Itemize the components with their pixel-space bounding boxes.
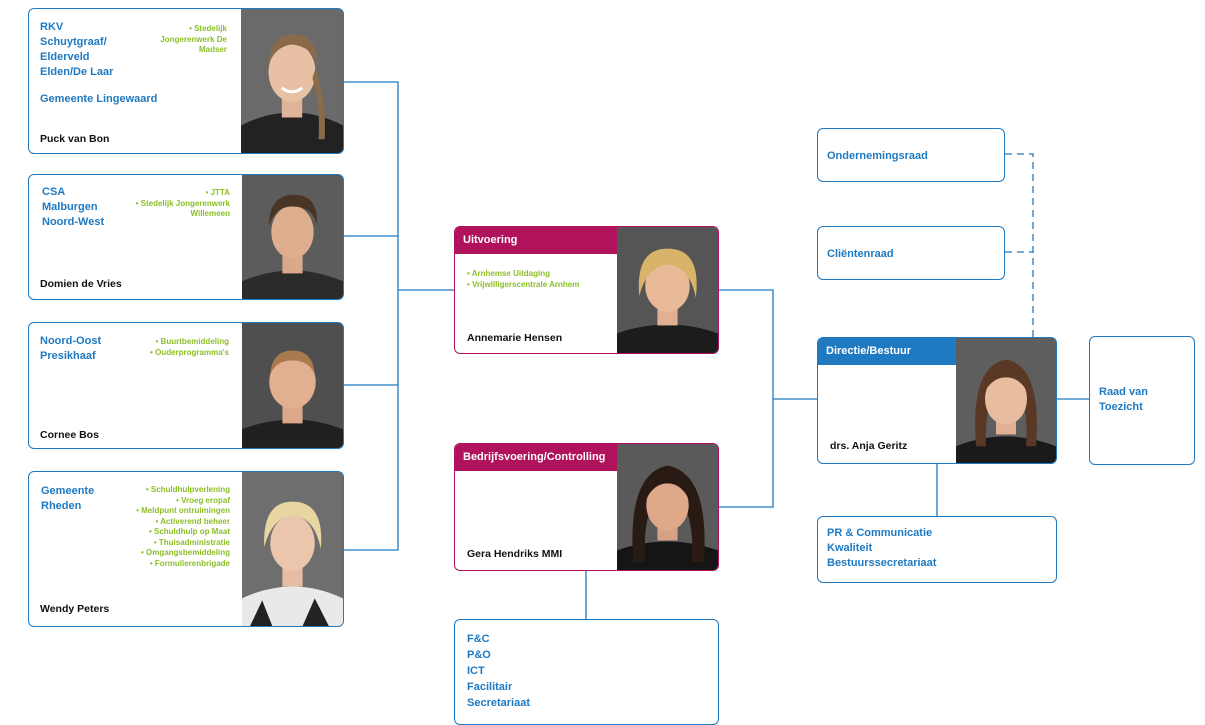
team-title-line: Gemeente [41,485,95,497]
staff-item: PR & Communicatie [827,527,933,539]
team-card-puck-van-bon: RKV Schuytgraaf/ Elderveld Elden/De Laar… [28,8,344,154]
support-services-list: F&C P&O ICT Facilitair Secretariaat [467,631,530,711]
person-name: Puck van Bon [40,133,110,145]
person-name: Domien de Vries [40,278,122,290]
support-item: Secretariaat [467,697,530,709]
raad-label-line: Raad van [1099,386,1148,398]
team-region-titles: CSA Malburgen Noord-West [42,185,104,230]
team-title-line: Elderveld [40,51,90,63]
person-name: drs. Anja Geritz [830,440,908,452]
bedrijfsvoering-header: Bedrijfsvoering/Controlling [455,444,619,471]
team-activities: JTTA Stedelijk Jongerenwerk Willemeen [110,188,230,220]
activity-item: Formulierenbrigade [100,559,230,570]
activity-item: Stedelijk Jongerenwerk De Madser [139,24,227,56]
staff-item: Bestuurssecretariaat [827,557,937,569]
team-region-titles: RKV Schuytgraaf/ Elderveld Elden/De Laar [40,20,113,80]
support-item: Facilitair [467,681,513,693]
activity-item: Stedelijk Jongerenwerk Willemeen [110,199,230,220]
staff-item: Kwaliteit [827,542,873,554]
support-item: ICT [467,665,485,677]
directie-header: Directie/Bestuur [818,338,958,365]
clientenraad-box: Cliëntenraad [817,226,1005,280]
activity-item: Buurtbemiddeling [129,337,229,348]
activity-item: Vrijwilligerscentrale Arnhem [467,280,617,291]
activity-item: JTTA [110,188,230,199]
person-name: Cornee Bos [40,429,99,441]
person-photo [241,9,343,153]
team-title-line: Schuytgraaf/ [40,36,107,48]
person-photo [242,175,343,299]
team-activities: Schuldhulpverlening Vroeg eropaf Meldpun… [100,485,230,569]
uitvoering-activities: Arnhemse Uitdaging Vrijwilligerscentrale… [467,269,617,290]
team-title-line: RKV [40,21,64,33]
support-item: P&O [467,649,491,661]
person-name: Wendy Peters [40,603,110,615]
activity-item: Arnhemse Uitdaging [467,269,617,280]
person-photo [242,323,343,448]
support-services-box: F&C P&O ICT Facilitair Secretariaat [454,619,719,725]
team-title-line: Noord-West [42,216,105,228]
activity-item: Schuldhulpverlening [100,485,230,496]
person-photo [242,472,343,626]
team-activities: Stedelijk Jongerenwerk De Madser [139,24,227,56]
activity-item: Thuisadministratie [100,538,230,549]
person-photo [617,227,718,353]
activity-item: Activerend beheer [100,517,230,528]
team-region-titles: Gemeente Rheden [41,484,94,514]
staff-functions-list: PR & Communicatie Kwaliteit Bestuurssecr… [827,526,936,571]
raad-van-toezicht-label: Raad van Toezicht [1099,385,1148,415]
clientenraad-label: Cliëntenraad [827,248,894,260]
team-title-line: Elden/De Laar [40,66,114,78]
team-title-line: Presikhaaf [40,350,96,362]
person-name: Annemarie Hensen [467,332,563,344]
staff-functions-box: PR & Communicatie Kwaliteit Bestuurssecr… [817,516,1057,583]
uitvoering-header: Uitvoering [455,227,619,254]
person-photo [617,444,718,570]
uitvoering-card: Uitvoering Arnhemse Uitdaging Vrijwillig… [454,226,719,354]
team-title-line: Noord-Oost [40,335,102,347]
support-item: F&C [467,633,490,645]
activity-item: Schuldhulp op Maat [100,527,230,538]
bedrijfsvoering-card: Bedrijfsvoering/Controlling Gera Hendrik… [454,443,719,571]
raad-label-line: Toezicht [1099,401,1143,413]
activity-item: Omgangsbemiddeling [100,548,230,559]
activity-item: Ouderprogramma's [129,348,229,359]
team-card-wendy-peters: Gemeente Rheden Schuldhulpverlening Vroe… [28,471,344,627]
ondernemingsraad-box: Ondernemingsraad [817,128,1005,182]
team-activities: Buurtbemiddeling Ouderprogramma's [129,337,229,358]
activity-item: Meldpunt ontruimingen [100,506,230,517]
team-region-titles: Noord-Oost Presikhaaf [40,334,101,364]
team-title-line: Malburgen [42,201,98,213]
directie-card: Directie/Bestuur drs. Anja Geritz [817,337,1057,464]
team-title-line: Rheden [41,500,82,512]
person-name: Gera Hendriks MMI [467,548,563,560]
team-region-extra: Gemeente Lingewaard [40,93,158,105]
activity-item: Vroeg eropaf [100,496,230,507]
team-card-cornee-bos: Noord-Oost Presikhaaf Buurtbemiddeling O… [28,322,344,449]
person-photo [956,338,1056,463]
ondernemingsraad-label: Ondernemingsraad [827,150,928,162]
team-card-domien-de-vries: CSA Malburgen Noord-West JTTA Stedelijk … [28,174,344,300]
team-title-line: CSA [42,186,66,198]
raad-van-toezicht-box: Raad van Toezicht [1089,336,1195,465]
